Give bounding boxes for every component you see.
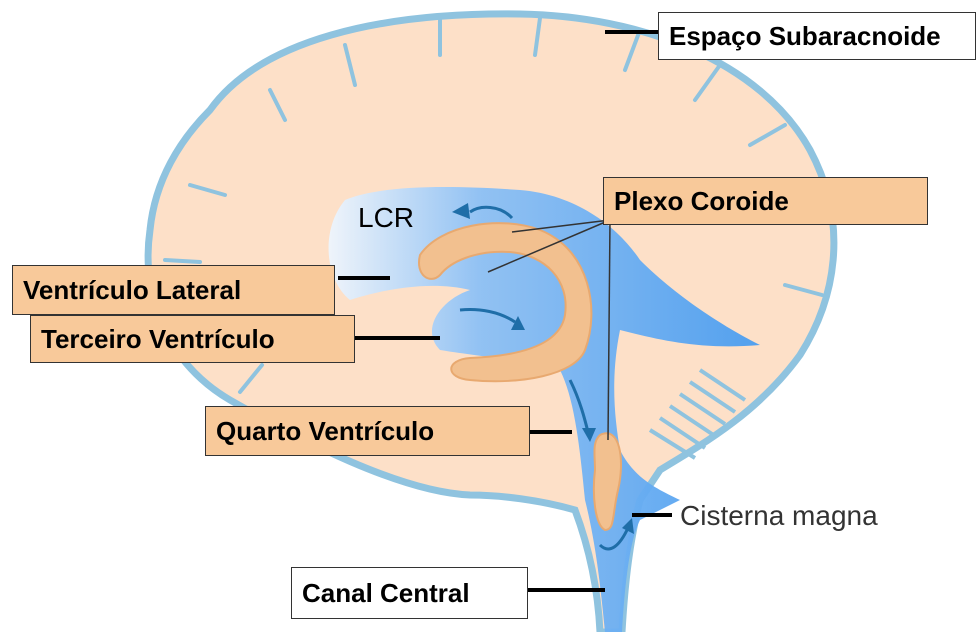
subarachnoid-space-label: Espaço Subaracnoide [658, 12, 976, 60]
cisterna-magna-label: Cisterna magna [680, 500, 878, 532]
lateral-ventricle-label: Ventrículo Lateral [12, 265, 335, 315]
fourth-ventricle-label: Quarto Ventrículo [205, 406, 530, 456]
third-ventricle-label: Terceiro Ventrículo [30, 315, 355, 363]
csf-label: LCR [358, 202, 414, 234]
central-canal-label: Canal Central [291, 567, 528, 619]
choroid-plexus-label: Plexo Coroide [603, 177, 928, 225]
